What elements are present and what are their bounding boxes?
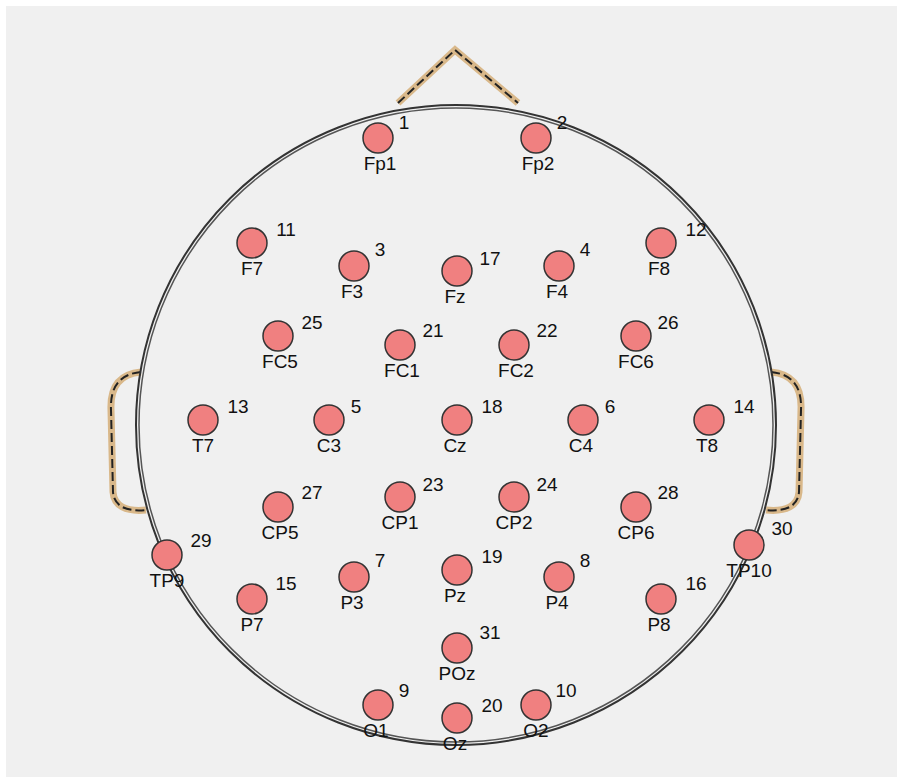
electrode — [442, 405, 472, 435]
background — [6, 6, 897, 777]
head-outline-inner — [139, 108, 773, 742]
electrode — [385, 330, 415, 360]
electrode — [442, 633, 472, 663]
electrode-name: TP10 — [726, 561, 771, 580]
electrode-name: TP9 — [150, 571, 185, 590]
electrode — [363, 690, 393, 720]
electrode — [499, 330, 529, 360]
electrode-name: Fz — [444, 287, 465, 306]
electrode — [314, 405, 344, 435]
nose-outline — [398, 50, 518, 103]
electrode-name: O2 — [523, 721, 548, 740]
electrode-name: CP2 — [496, 513, 533, 532]
electrode — [499, 482, 529, 512]
nose-dashes — [398, 50, 518, 103]
electrode — [442, 555, 472, 585]
electrode-number: 31 — [479, 623, 500, 642]
electrode-number: 19 — [481, 547, 502, 566]
electrode — [621, 321, 651, 351]
electrode-name: C3 — [317, 436, 341, 455]
electrode-name: Fp2 — [522, 154, 555, 173]
electrode-number: 12 — [685, 220, 706, 239]
electrode-name: FC2 — [498, 361, 534, 380]
electrode-number: 9 — [399, 681, 410, 700]
electrode-number: 24 — [536, 475, 557, 494]
electrode — [442, 256, 472, 286]
electrode — [188, 405, 218, 435]
electrode-number: 10 — [555, 681, 576, 700]
electrode-number: 21 — [422, 321, 443, 340]
electrode-number: 5 — [351, 397, 362, 416]
electrode-name: CP6 — [618, 523, 655, 542]
electrode — [237, 228, 267, 258]
electrode-name: C4 — [569, 436, 593, 455]
electrode-name: FC5 — [262, 352, 298, 371]
electrodes — [152, 123, 764, 733]
electrode-number: 29 — [190, 531, 211, 550]
electrode-name: T7 — [192, 436, 214, 455]
electrode — [521, 123, 551, 153]
electrode-number: 23 — [422, 475, 443, 494]
electrode-name: Pz — [444, 586, 466, 605]
electrode-name: P7 — [240, 615, 263, 634]
electrode-name: POz — [439, 664, 476, 683]
electrode — [621, 492, 651, 522]
electrode — [263, 492, 293, 522]
electrode-name: FC6 — [618, 352, 654, 371]
electrode-number: 4 — [580, 240, 591, 259]
electrode — [568, 405, 598, 435]
electrode-number: 1 — [399, 113, 410, 132]
electrode-name: O1 — [363, 721, 388, 740]
electrode-name: F7 — [241, 259, 263, 278]
electrode — [646, 584, 676, 614]
electrode-name: Cz — [443, 436, 466, 455]
electrode-number: 16 — [685, 574, 706, 593]
electrode — [263, 321, 293, 351]
electrode-number: 14 — [733, 397, 754, 416]
electrode — [544, 562, 574, 592]
electrode — [385, 482, 415, 512]
electrode-number: 7 — [375, 551, 386, 570]
electrode-number: 30 — [771, 519, 792, 538]
electrode-number: 2 — [557, 113, 568, 132]
electrode-name: F4 — [546, 282, 568, 301]
electrode-number: 27 — [301, 483, 322, 502]
electrode — [363, 123, 393, 153]
electrode-number: 13 — [227, 397, 248, 416]
electrode-name: Oz — [443, 734, 467, 753]
head-outline — [136, 105, 776, 745]
electrode — [152, 540, 182, 570]
electrode — [646, 228, 676, 258]
electrode-number: 26 — [657, 313, 678, 332]
electrode-name: Fp1 — [364, 154, 397, 173]
electrode-name: CP5 — [262, 523, 299, 542]
electrode-number: 20 — [481, 696, 502, 715]
electrode-number: 28 — [657, 483, 678, 502]
electrode-name: P8 — [647, 615, 670, 634]
electrode-name: F8 — [648, 259, 670, 278]
electrode-number: 25 — [301, 313, 322, 332]
electrode-name: P3 — [340, 593, 363, 612]
electrode — [694, 405, 724, 435]
electrode — [521, 690, 551, 720]
electrode-number: 22 — [536, 321, 557, 340]
electrode-name: FC1 — [384, 361, 420, 380]
electrode-number: 6 — [605, 397, 616, 416]
electrode-name: P4 — [545, 593, 568, 612]
electrode-number: 8 — [580, 551, 591, 570]
electrode-number: 18 — [481, 397, 502, 416]
electrode-number: 17 — [479, 249, 500, 268]
electrode — [442, 703, 472, 733]
electrode-number: 3 — [375, 240, 386, 259]
electrode — [339, 251, 369, 281]
electrode-number: 11 — [276, 220, 296, 239]
electrode-number: 15 — [275, 574, 296, 593]
electrode-name: F3 — [341, 282, 363, 301]
electrode-name: T8 — [696, 436, 718, 455]
electrode — [237, 584, 267, 614]
electrode-name: CP1 — [382, 513, 419, 532]
electrode — [734, 530, 764, 560]
electrode — [544, 251, 574, 281]
electrode — [339, 562, 369, 592]
